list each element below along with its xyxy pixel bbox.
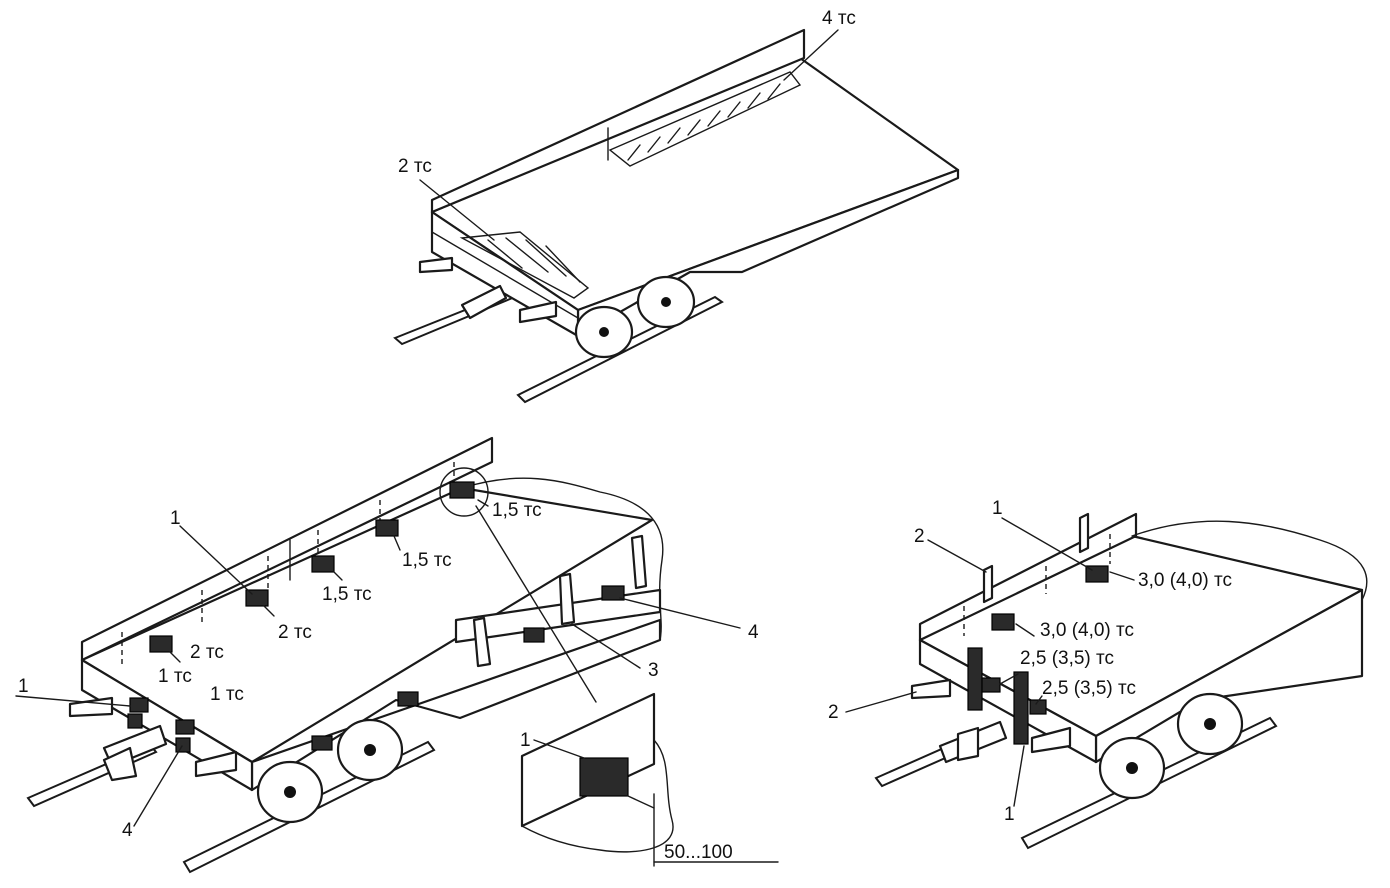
right-label-25-a: 2,5 (3,5) тс <box>1020 648 1114 669</box>
left-label-1-b: 1 тс <box>210 684 244 705</box>
right-block-25-a <box>981 677 1001 693</box>
right-block-25-b <box>1029 699 1047 715</box>
left-block-1-d <box>175 737 191 753</box>
left-ref-1-side: 1 <box>18 676 29 697</box>
top-load-arrows <box>627 83 781 161</box>
right-coupler-head <box>956 726 980 762</box>
top-buffer-right <box>518 300 558 324</box>
left-buffer-2 <box>194 750 238 778</box>
right-stack-2 <box>1013 671 1029 745</box>
right-platform-car: 1 1 2 2 3,0 (4,0) тс 3,0 (4,0) тс 2,5 (3… <box>828 498 1368 850</box>
top-platform-car: 4 тс 2 тс <box>393 8 960 404</box>
top-load-zone-4tc <box>608 71 802 167</box>
top-coupler <box>460 284 508 320</box>
left-detail-circle <box>439 467 489 517</box>
top-label-2tc: 2 тс <box>398 156 432 177</box>
left-block-side-2 <box>311 735 333 751</box>
left-ref-3: 3 <box>648 660 659 681</box>
left-coupler-head <box>102 746 138 782</box>
right-ref-1-bottom: 1 <box>1004 804 1015 825</box>
left-ref-1-top: 1 <box>170 508 181 529</box>
right-label-30-b: 3,0 (4,0) тс <box>1040 620 1134 641</box>
left-label-15-a: 1,5 тс <box>492 500 542 521</box>
left-label-2-a: 2 тс <box>278 622 312 643</box>
top-buffer-left <box>418 256 454 274</box>
right-ref-2-top: 2 <box>914 526 925 547</box>
detail-block <box>579 757 629 797</box>
left-back-wall <box>80 436 494 662</box>
left-block-side-1 <box>397 691 419 707</box>
left-label-2-b: 2 тс <box>190 642 224 663</box>
left-ref-4-right: 4 <box>748 622 759 643</box>
left-block-1-a <box>129 697 149 713</box>
left-block-1-c <box>127 713 143 729</box>
detail-ref-1: 1 <box>520 730 531 751</box>
detail-dimension: 50...100 <box>664 842 733 863</box>
left-block-15-b <box>375 519 399 537</box>
left-block-15-c <box>311 555 335 573</box>
left-block-1-b <box>175 719 195 735</box>
right-ref-1-top: 1 <box>992 498 1003 519</box>
right-label-30-a: 3,0 (4,0) тс <box>1138 570 1232 591</box>
top-load-zone-2tc <box>459 231 590 299</box>
right-label-25-b: 2,5 (3,5) тс <box>1042 678 1136 699</box>
left-label-1-a: 1 тс <box>158 666 192 687</box>
left-stake-2 <box>558 572 576 626</box>
left-block-4-b <box>523 627 545 643</box>
top-label-4tc: 4 тс <box>822 8 856 29</box>
left-stake-3 <box>630 534 648 590</box>
right-buffer-1 <box>910 678 952 700</box>
right-stack-1 <box>967 647 983 711</box>
left-block-4-a <box>601 585 625 601</box>
detail-inset: 1 50...100 <box>520 692 779 867</box>
left-label-15-c: 1,5 тс <box>322 584 372 605</box>
left-buffer-1 <box>68 696 114 718</box>
left-block-2-b <box>149 635 173 653</box>
right-post-2 <box>1078 512 1090 554</box>
left-label-15-b: 1,5 тс <box>402 550 452 571</box>
left-torn-edge <box>461 477 664 641</box>
left-platform-car: 1 1 4 4 3 1,5 тс 1,5 тс 1,5 тс 2 тс 2 тс… <box>15 436 759 874</box>
right-ref-2-side: 2 <box>828 702 839 723</box>
right-block-30-b <box>991 613 1015 631</box>
top-side-wall <box>430 28 806 214</box>
left-stake-1 <box>472 616 492 668</box>
left-ref-4-bottom: 4 <box>122 820 133 841</box>
right-post-1 <box>982 564 994 604</box>
left-block-15-a <box>449 481 475 499</box>
right-buffer-2 <box>1030 726 1072 754</box>
